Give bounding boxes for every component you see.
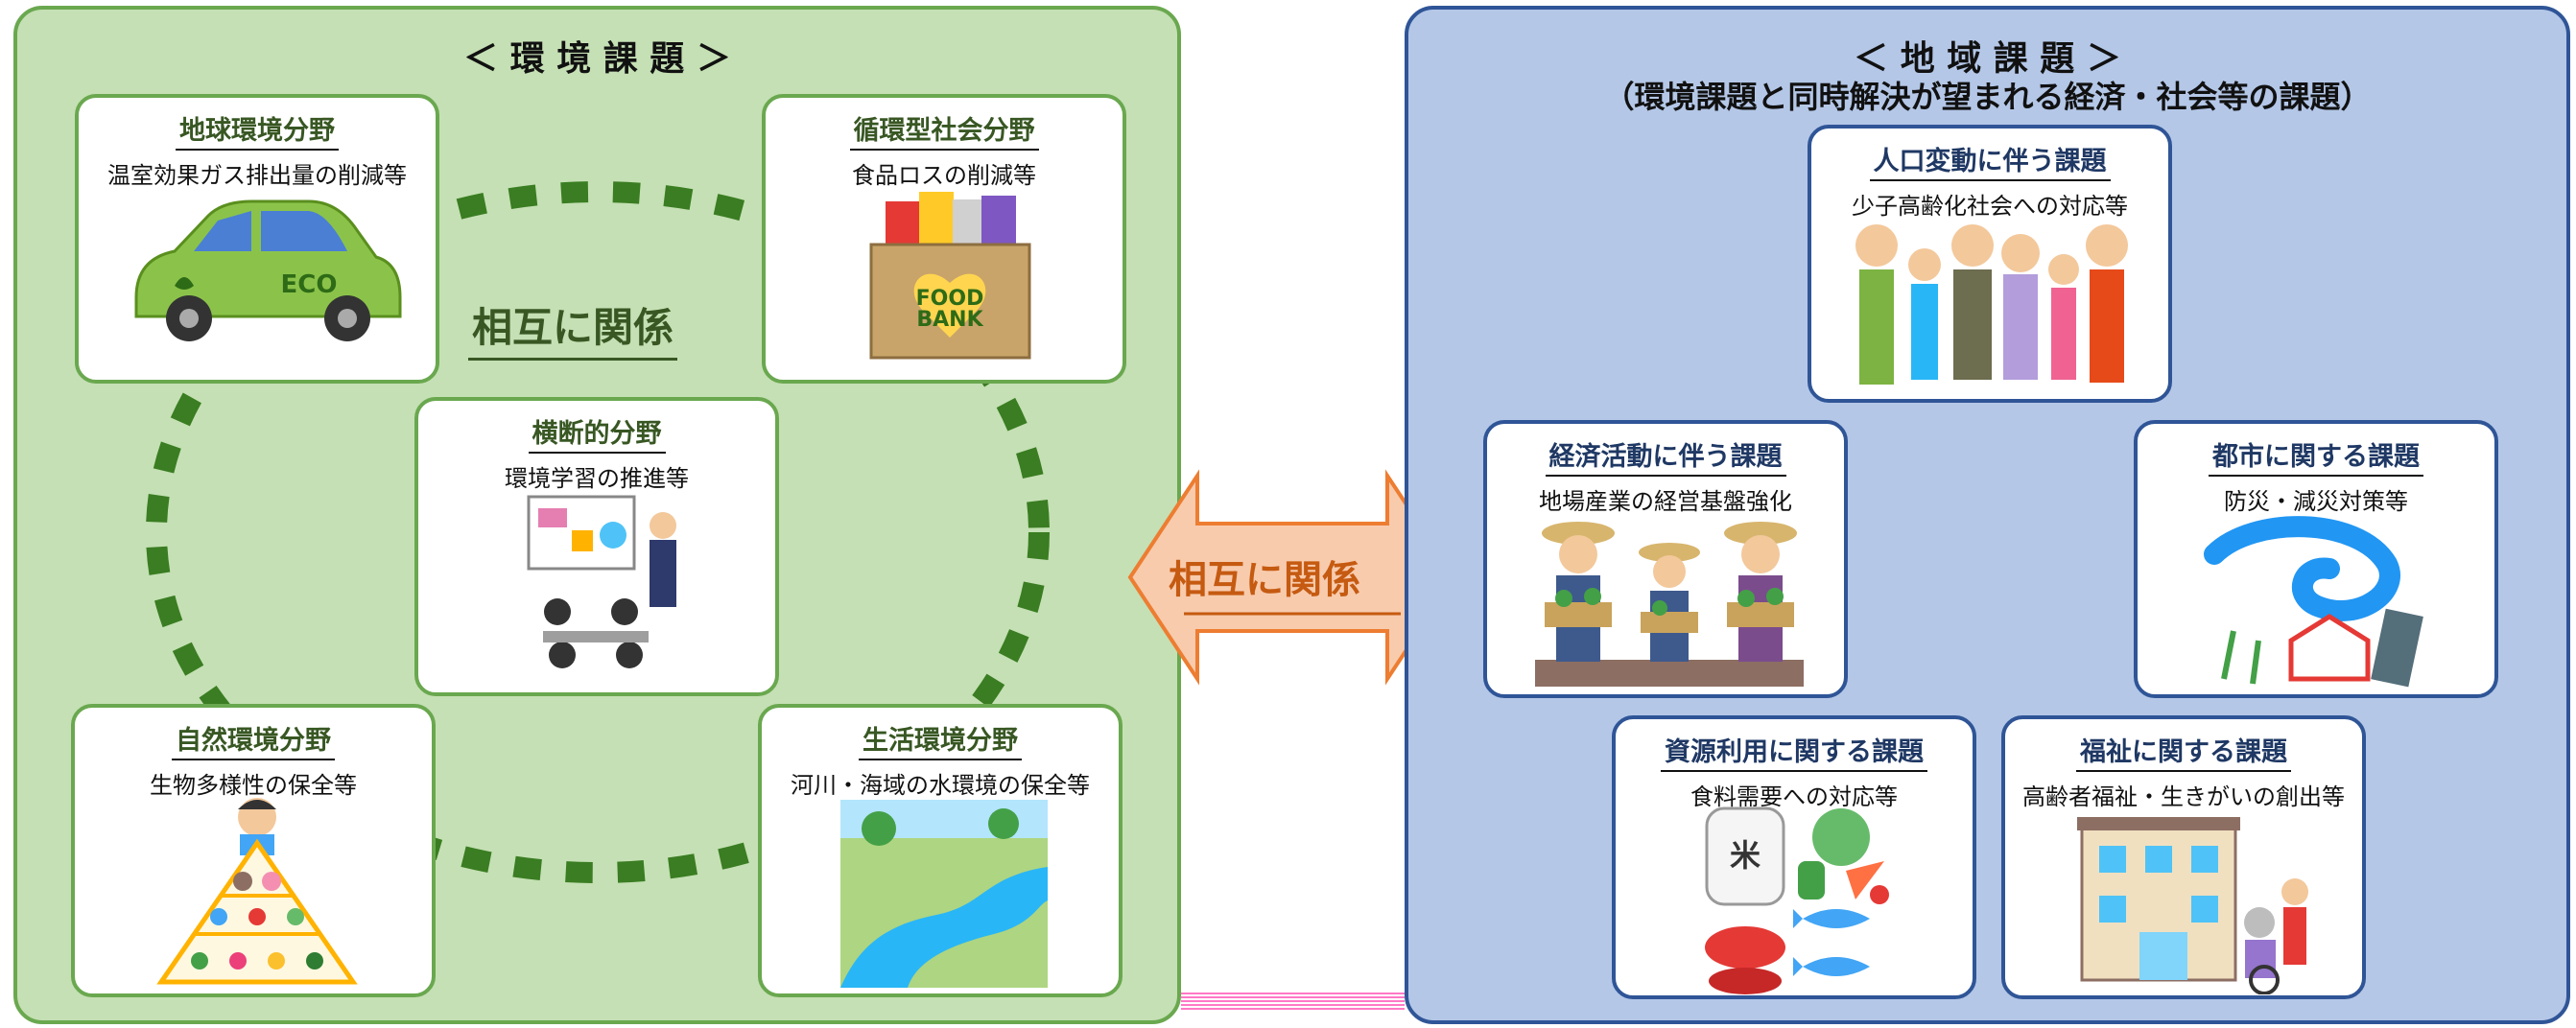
environment-title: ＜ 環 境 課 題 ＞ (463, 39, 731, 79)
eco-car-text: ECO (281, 270, 338, 299)
arrow-mutual-relation-label: 相互に関係 (1169, 558, 1360, 602)
card-population-change: 人口変動に伴う課題 少子高齢化社会への対応等 (1808, 125, 2172, 403)
card-title: 都市に関する課題 (2209, 435, 2423, 477)
card-subtitle: 環境学習の推進等 (505, 465, 689, 492)
regional-title: ＜ 地 域 課 題 ＞ (1854, 39, 2121, 79)
card-title: 横断的分野 (528, 412, 666, 454)
card-welfare: 福祉に関する課題 高齢者福祉・生きがいの創出等 (2001, 715, 2366, 999)
card-subtitle: 防災・減災対策等 (2224, 488, 2408, 515)
card-title: 経済活動に伴う課題 (1545, 435, 1786, 477)
rice-bag-mark: 米 (1730, 837, 1761, 874)
card-title: 自然環境分野 (172, 719, 335, 760)
food-resources-illustration: 米 (1705, 806, 1889, 994)
card-title: 循環型社会分野 (849, 109, 1039, 151)
environment-panel: ＜ 環 境 課 題 ＞ 相互に関係 地球環境分野 温室効果ガス排出量の削減等 E… (13, 6, 1181, 1024)
card-subtitle: 食品ロスの削減等 (852, 162, 1036, 189)
card-global-environment: 地球環境分野 温室効果ガス排出量の削減等 ECO (75, 94, 439, 384)
card-economic-activity: 経済活動に伴う課題 地場産業の経営基盤強化 (1483, 420, 1848, 698)
farmers-illustration (1535, 522, 1804, 687)
relationship-dashed-circle (146, 181, 1050, 883)
river-illustration (840, 800, 1048, 988)
card-cross-cutting: 横断的分野 環境学習の推進等 (414, 397, 779, 696)
ecosystem-pyramid-illustration (156, 798, 358, 985)
family-generations-illustration (1855, 224, 2128, 385)
regional-subtitle: （環境課題と同時解決が望まれる経済・社会等の課題） (1603, 79, 2372, 115)
card-subtitle: 高齢者福祉・生きがいの創出等 (2022, 783, 2345, 810)
card-living-environment: 生活環境分野 河川・海域の水環境の保全等 (758, 704, 1123, 997)
card-title: 資源利用に関する課題 (1661, 731, 1927, 772)
bottom-connector-lines (1181, 993, 1405, 1012)
card-subtitle: 少子高齢化社会への対応等 (1852, 193, 2128, 220)
care-facility-illustration (2077, 817, 2308, 994)
typhoon-disaster-illustration (2204, 516, 2423, 688)
card-subtitle: 食料需要への対応等 (1690, 783, 1898, 810)
card-natural-environment: 自然環境分野 生物多様性の保全等 (71, 704, 436, 997)
card-title: 地球環境分野 (176, 109, 339, 151)
food-bank-text-line2: BANK (916, 308, 983, 332)
card-urban-issues: 都市に関する課題 防災・減災対策等 (2134, 420, 2498, 698)
card-subtitle: 河川・海域の水環境の保全等 (791, 772, 1090, 799)
card-title: 人口変動に伴う課題 (1869, 140, 2111, 181)
regional-panel: ＜ 地 域 課 題 ＞ （環境課題と同時解決が望まれる経済・社会等の課題） 人口… (1405, 6, 2570, 1024)
classroom-illustration (527, 495, 676, 668)
card-title: 福祉に関する課題 (2076, 731, 2291, 772)
card-circular-society: 循環型社会分野 食品ロスの削減等 FOOD BANK (762, 94, 1126, 384)
food-bank-text-line1: FOOD (916, 287, 984, 311)
card-title: 生活環境分野 (859, 719, 1022, 760)
card-subtitle: 温室効果ガス排出量の削減等 (107, 162, 407, 189)
card-subtitle: 生物多様性の保全等 (150, 772, 357, 799)
mutual-relation-label: 相互に関係 (468, 295, 678, 361)
eco-car-illustration: ECO (134, 199, 402, 341)
card-resource-use: 資源利用に関する課題 食料需要への対応等 米 (1612, 715, 1976, 999)
food-bank-box-illustration: FOOD BANK (869, 192, 1031, 360)
card-subtitle: 地場産業の経営基盤強化 (1539, 488, 1792, 515)
